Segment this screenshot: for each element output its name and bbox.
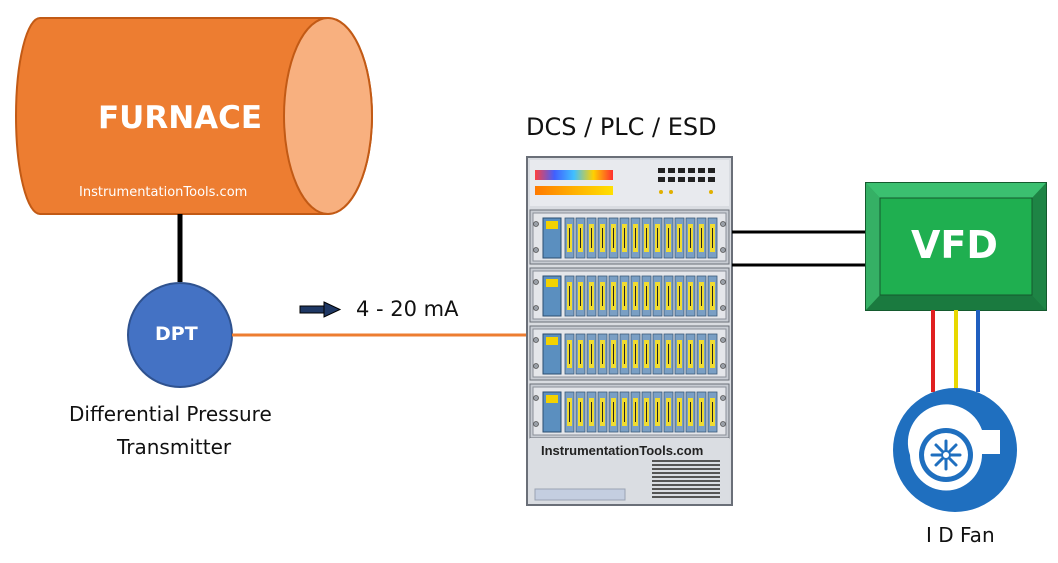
furnace-title: FURNACE [98, 100, 263, 136]
fan-label: I D Fan [926, 523, 995, 547]
furnace [15, 17, 373, 215]
rack-module [529, 267, 730, 323]
status-stripe-top [535, 170, 613, 180]
controller-title: DCS / PLC / ESD [526, 113, 717, 141]
indicator-grid [658, 168, 715, 182]
power-wires [931, 310, 980, 392]
fan-icon [893, 388, 1017, 512]
rack-module [529, 383, 730, 439]
rack-module [529, 209, 730, 265]
vfd-title: VFD [911, 223, 998, 267]
furnace-watermark: InstrumentationTools.com [79, 185, 248, 200]
status-stripe-bottom [535, 186, 613, 195]
furnace-end-cap [283, 17, 373, 215]
signal-label: 4 - 20 mA [356, 297, 459, 321]
dcs-cabinet [526, 156, 733, 506]
transmitter-name-line1: Differential Pressure [69, 402, 272, 426]
controller-watermark: InstrumentationTools.com [541, 443, 704, 458]
rack-module [529, 325, 730, 381]
transmitter-name-line2: Transmitter [117, 435, 232, 459]
cabinet-vent [652, 459, 720, 499]
cabinet-label-plate [534, 488, 626, 501]
vfd-box [865, 182, 1047, 311]
signal-arrow-icon [299, 301, 342, 318]
dpt-tag: DPT [155, 323, 198, 345]
